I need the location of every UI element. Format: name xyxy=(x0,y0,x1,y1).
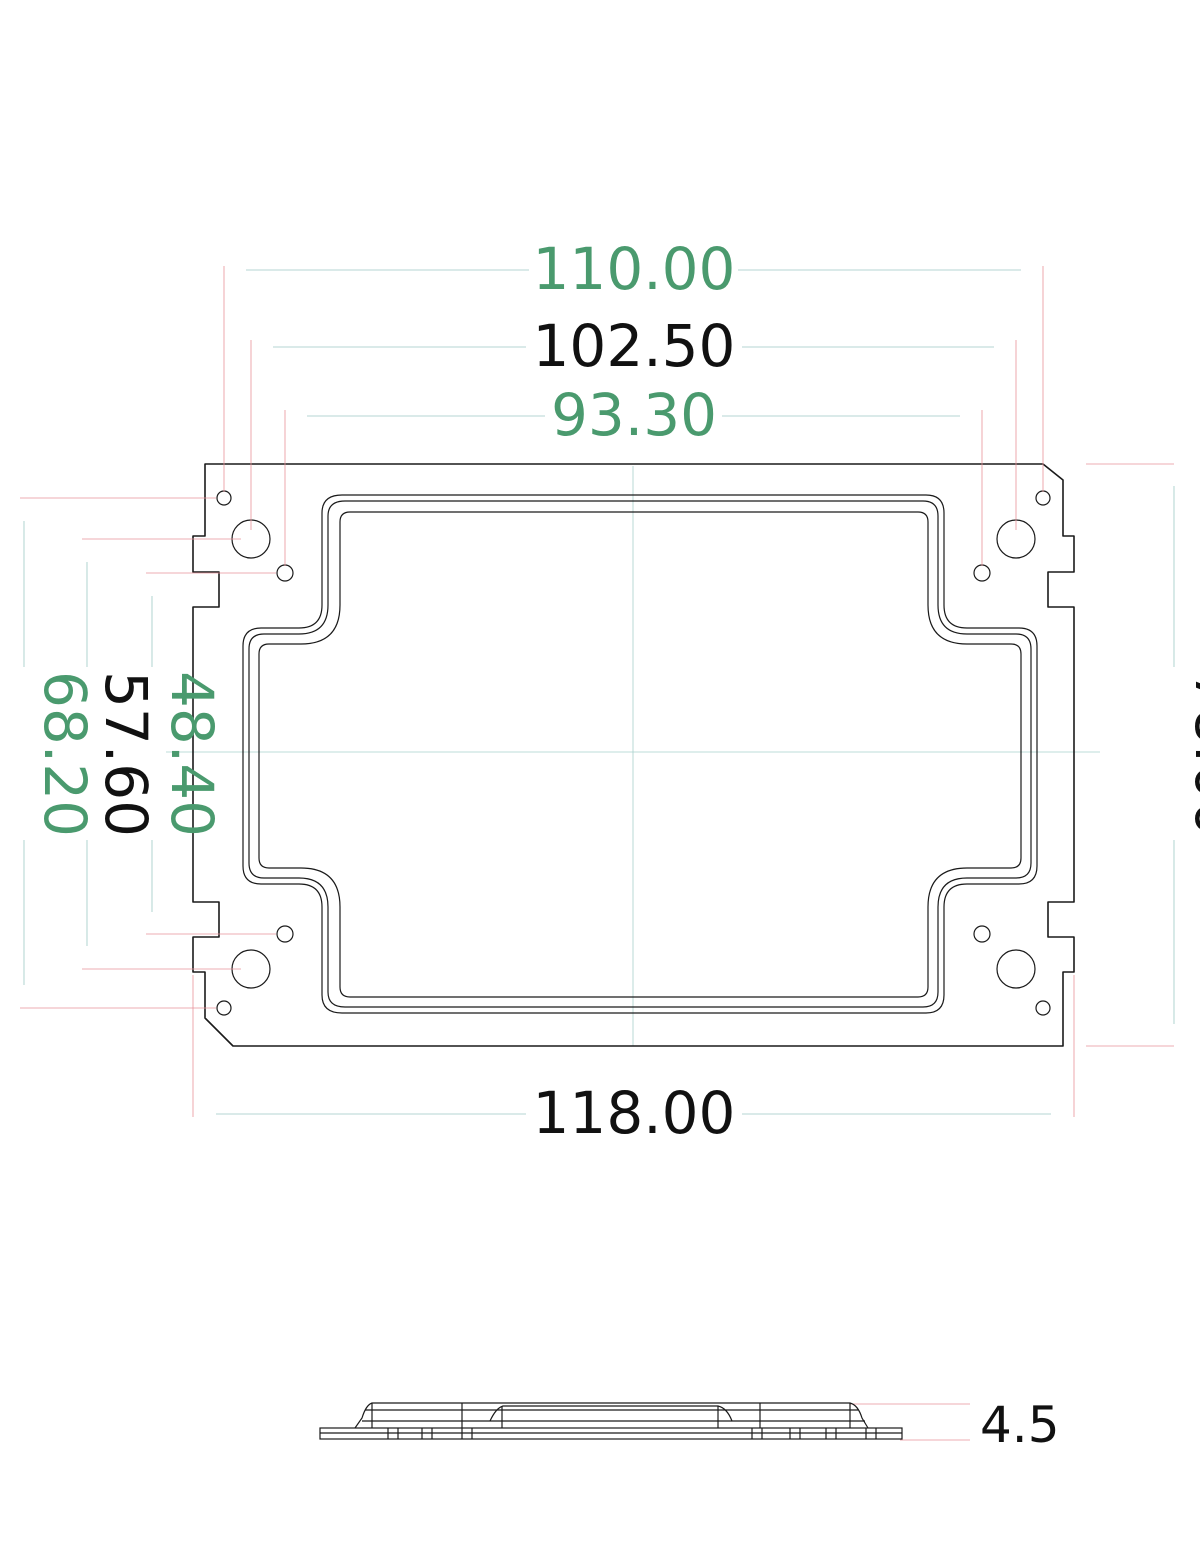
hole-small-top-left xyxy=(216,490,232,506)
dim-height-c: 48.40 xyxy=(158,671,226,837)
hole-small-top-right xyxy=(1035,490,1051,506)
dim-width-inner: 93.30 xyxy=(551,381,717,449)
dim-height-b: 57.60 xyxy=(92,671,160,837)
extension-lines xyxy=(20,266,1174,1117)
hole-medium-bottom-right xyxy=(973,925,991,943)
hole-medium-bottom-left xyxy=(276,925,294,943)
side-view xyxy=(319,1402,903,1440)
dim-height-a: 68.20 xyxy=(31,671,99,837)
plate-outline xyxy=(192,463,1075,1047)
dim-width-overall: 110.00 xyxy=(533,235,736,303)
dim-thickness: 4.5 xyxy=(980,1396,1060,1454)
dimension-lines xyxy=(23,269,1175,1441)
dim-height-overall: 78.00 xyxy=(1182,671,1200,837)
center-lines xyxy=(166,466,1100,1046)
hole-small-bottom-left xyxy=(216,1000,232,1016)
dim-width-base: 118.00 xyxy=(533,1079,736,1147)
mounting-holes xyxy=(216,490,1051,1016)
dim-width-mid: 102.50 xyxy=(533,312,736,380)
hole-medium-top-right xyxy=(973,564,991,582)
hole-large-bottom-right xyxy=(996,949,1036,989)
hole-medium-top-left xyxy=(276,564,294,582)
raised-frame xyxy=(242,494,1038,1014)
hole-small-bottom-right xyxy=(1035,1000,1051,1016)
dimension-labels: 110.00 102.50 93.30 118.00 68.20 57.60 4… xyxy=(31,235,1200,1454)
